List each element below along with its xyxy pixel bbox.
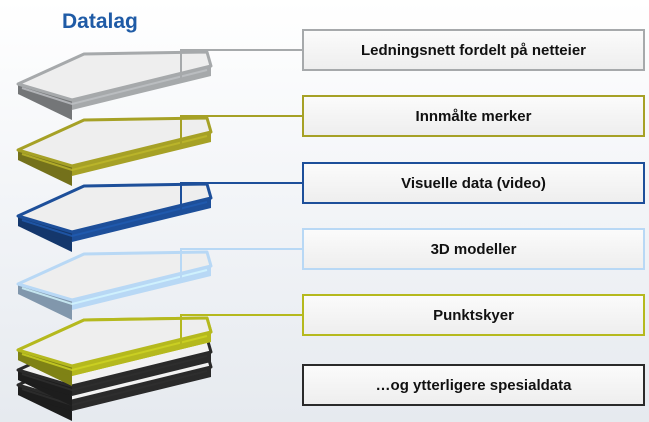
layer-label-box-2: Visuelle data (video) bbox=[302, 162, 645, 204]
connector-line-2 bbox=[180, 182, 302, 212]
layer-label-text: Ledningsnett fordelt på netteier bbox=[360, 41, 586, 59]
layer-slab-1 bbox=[16, 116, 213, 186]
connector-line-1 bbox=[180, 115, 302, 146]
layer-connectors bbox=[180, 49, 302, 344]
layer-label-box-1: Innmålte merker bbox=[302, 95, 645, 137]
connector-line-4 bbox=[180, 314, 302, 344]
layer-label-text: Visuelle data (video) bbox=[401, 174, 546, 192]
connector-line-3 bbox=[180, 248, 302, 279]
layer-label-box-3: 3D modeller bbox=[302, 228, 645, 270]
layer-slab-4-front bbox=[16, 316, 213, 386]
layer-label-text: …og ytterligere spesialdata bbox=[375, 376, 572, 394]
layer-label-box-5: …og ytterligere spesialdata bbox=[302, 364, 645, 406]
layer-slab-2 bbox=[16, 182, 213, 252]
layer-slab-3 bbox=[16, 250, 213, 320]
layer-label-text: Innmålte merker bbox=[415, 107, 532, 125]
layer-slab-0 bbox=[16, 50, 213, 120]
diagram-title: Datalag bbox=[62, 10, 138, 33]
connector-line-0 bbox=[180, 49, 302, 78]
layer-label-box-0: Ledningsnett fordelt på netteier bbox=[302, 29, 645, 71]
layer-label-text: 3D modeller bbox=[430, 240, 517, 258]
layer-label-text: Punktskyer bbox=[433, 306, 514, 324]
layer-label-box-4: Punktskyer bbox=[302, 294, 645, 336]
layer-slabs bbox=[16, 50, 213, 421]
